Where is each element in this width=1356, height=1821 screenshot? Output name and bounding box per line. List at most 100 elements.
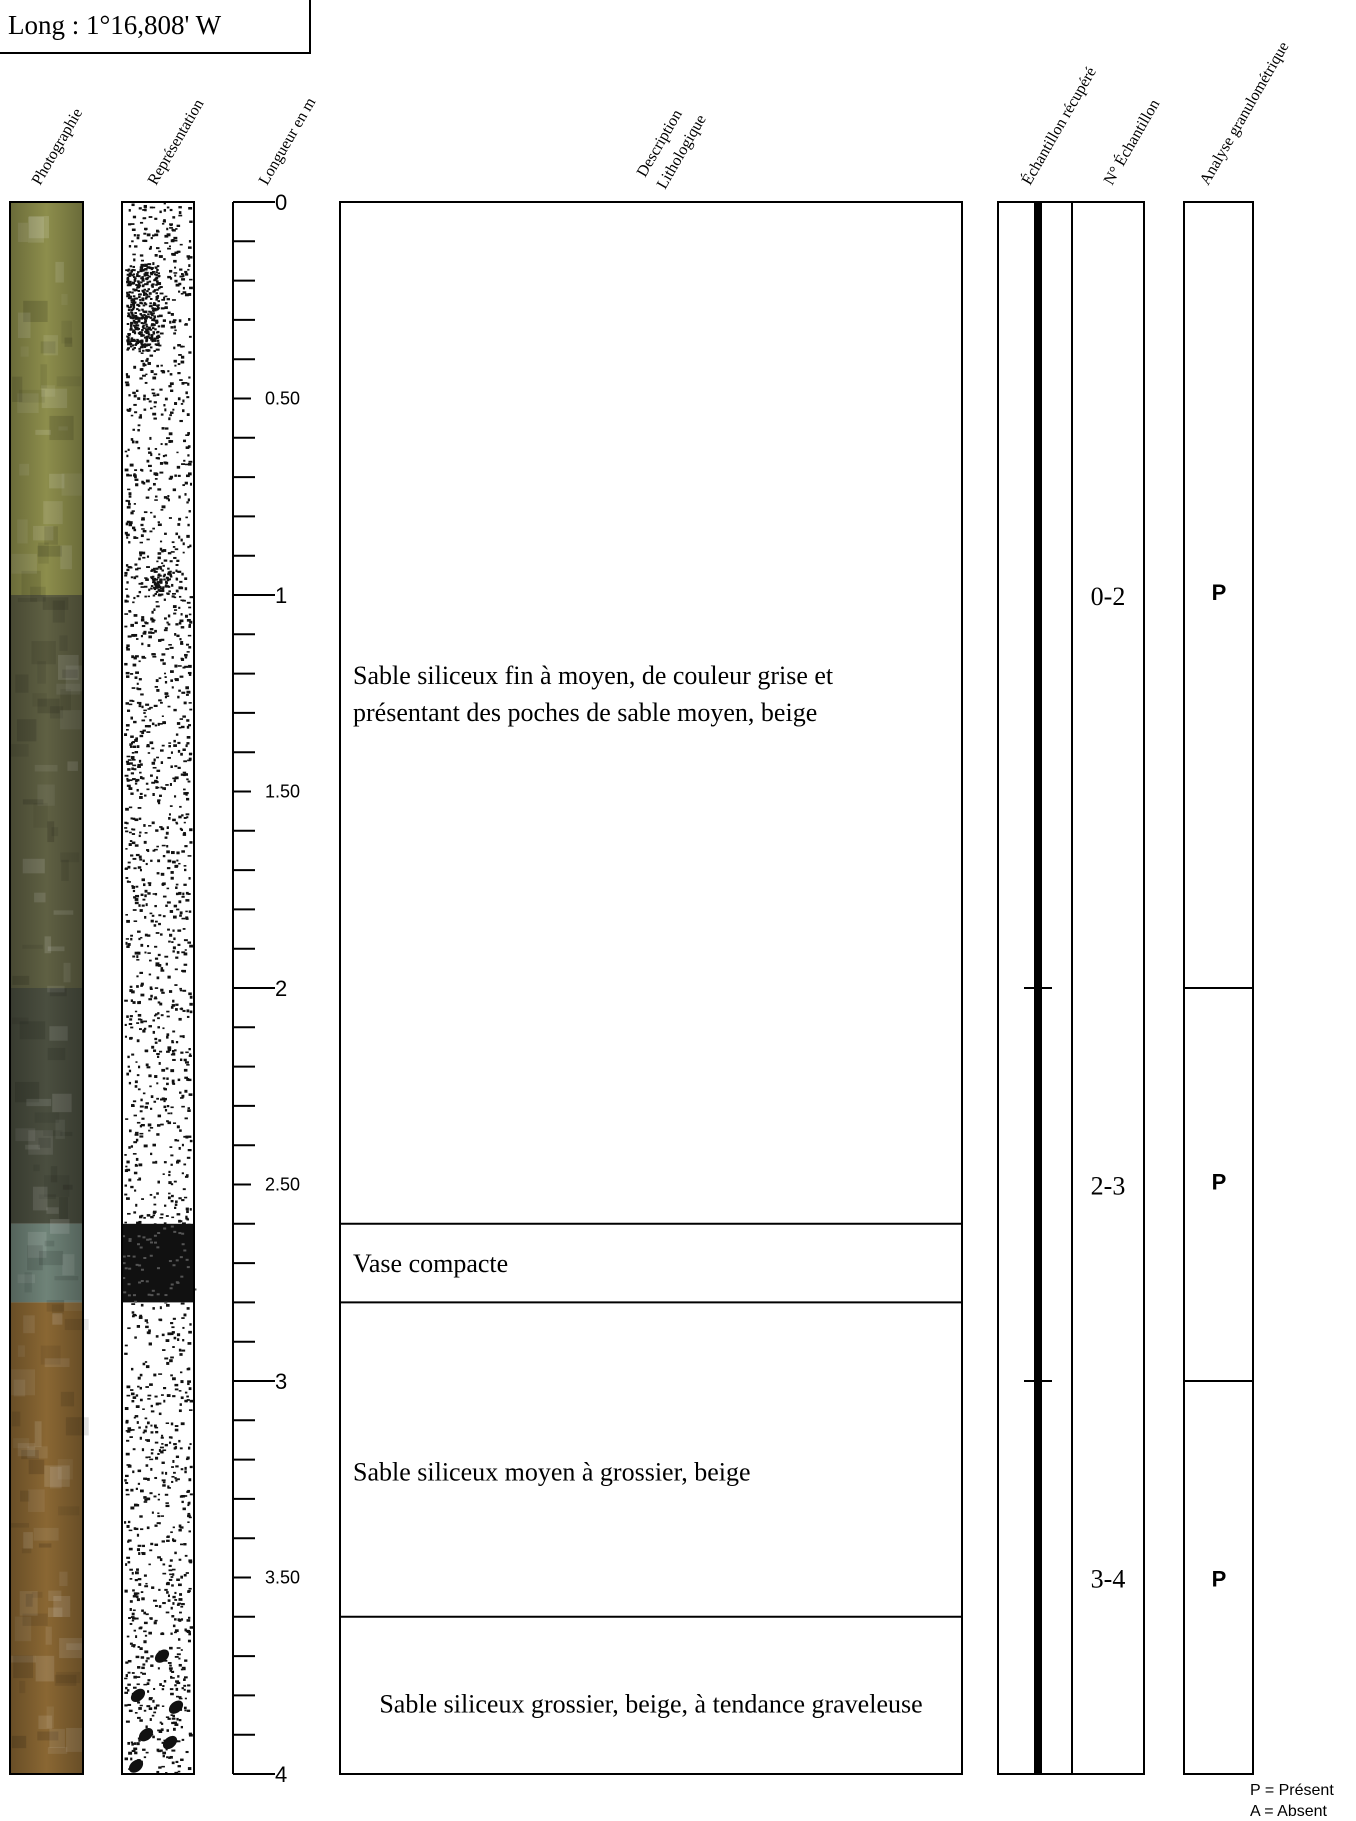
sand-dot — [139, 859, 142, 861]
sand-dot — [142, 1663, 145, 1665]
sand-dot — [145, 832, 148, 834]
sand-dot — [173, 916, 177, 919]
sand-pocket-dot — [159, 575, 162, 577]
sand-dot — [147, 1395, 151, 1397]
sand-dot — [143, 712, 145, 714]
sand-dot — [149, 707, 153, 709]
sand-dot — [168, 417, 170, 420]
sand-dot — [160, 1722, 162, 1724]
sand-dot — [158, 557, 161, 560]
sand-dot — [185, 464, 188, 466]
sand-dot — [133, 721, 136, 723]
sand-pocket-dot — [168, 586, 171, 588]
sand-dot — [145, 890, 148, 893]
sand-dot — [124, 827, 127, 829]
sand-dot — [171, 941, 173, 943]
sand-dot — [128, 449, 130, 451]
sand-pocket-dot — [150, 298, 153, 300]
sand-dot — [150, 1655, 153, 1657]
sand-dot — [182, 715, 186, 717]
sand-dot — [184, 493, 186, 496]
sand-dot — [149, 1549, 152, 1551]
sand-dot — [132, 601, 134, 603]
sand-dot — [146, 539, 149, 541]
sand-dot — [158, 1766, 161, 1768]
sand-dot — [130, 938, 132, 941]
sand-dot — [166, 1422, 169, 1424]
sand-dot — [137, 447, 140, 449]
sand-dot — [130, 1608, 132, 1611]
depth-label: 2 — [275, 976, 287, 1001]
sand-dot — [168, 1599, 171, 1602]
sand-pocket-dot — [162, 565, 165, 567]
sand-dot — [168, 860, 172, 863]
sand-dot — [146, 1657, 149, 1659]
sand-dot — [143, 1640, 146, 1643]
sand-dot — [169, 1442, 171, 1444]
sand-dot — [145, 1102, 148, 1104]
sand-dot — [140, 994, 144, 997]
header-numero-echantillon: N° Échantillon — [1099, 96, 1163, 188]
sand-dot — [179, 1593, 182, 1596]
sand-pocket-dot — [156, 280, 159, 282]
sand-dot — [172, 572, 175, 574]
sand-dot — [177, 929, 181, 931]
sand-dot — [176, 452, 178, 454]
sand-dot — [181, 1501, 183, 1503]
sand-pocket-dot — [149, 302, 152, 304]
sand-dot — [176, 733, 178, 735]
sand-dot — [162, 1573, 166, 1575]
sand-dot — [129, 832, 132, 834]
sand-dot — [147, 1682, 150, 1685]
sand-dot — [168, 742, 171, 744]
sand-dot — [140, 944, 143, 947]
sand-dot — [169, 1569, 173, 1571]
sand-dot — [154, 905, 157, 907]
sand-dot — [134, 1752, 137, 1755]
sand-dot — [170, 1756, 173, 1759]
sand-dot — [164, 496, 167, 499]
sand-dot — [179, 1390, 182, 1392]
sand-dot — [174, 597, 177, 599]
sand-dot — [148, 489, 150, 491]
sand-dot — [174, 795, 176, 797]
sand-dot — [150, 1216, 153, 1218]
sand-dot — [169, 990, 172, 993]
sand-dot — [160, 989, 163, 992]
sand-dot — [142, 899, 145, 901]
sand-dot — [178, 863, 180, 865]
sand-pocket-dot — [151, 307, 154, 309]
sand-dot — [176, 1696, 179, 1698]
sand-dot — [152, 723, 154, 726]
sand-pocket-dot — [163, 575, 166, 577]
sand-dot — [166, 1540, 170, 1542]
sand-dot — [189, 709, 192, 711]
sand-dot — [152, 392, 156, 394]
sand-dot — [172, 1000, 174, 1003]
sand-dot — [142, 1448, 144, 1451]
sand-dot — [130, 1507, 134, 1510]
sand-dot — [164, 533, 167, 535]
sand-dot — [148, 998, 152, 1000]
sand-dot — [184, 1689, 186, 1691]
column-headers: Photographie Représentation Longueur en … — [29, 39, 1293, 192]
sand-pocket-dot — [141, 335, 144, 337]
sand-dot — [172, 929, 174, 931]
sand-dot — [129, 492, 132, 495]
sand-dot — [139, 678, 142, 680]
sand-dot — [132, 1613, 135, 1616]
sand-dot — [160, 659, 164, 661]
sand-dot — [167, 867, 170, 869]
sand-pocket-dot — [158, 585, 161, 587]
sand-dot — [171, 1183, 173, 1185]
sand-dot — [164, 408, 166, 411]
sand-dot — [181, 1422, 185, 1425]
sand-dot — [188, 1367, 191, 1370]
sand-dot — [144, 621, 147, 623]
sand-dot — [174, 779, 176, 782]
sand-dot — [133, 258, 135, 261]
sand-dot — [125, 1475, 129, 1477]
sand-pocket-dot — [148, 311, 151, 313]
mud-texture — [181, 1233, 184, 1235]
sand-dot — [188, 781, 191, 783]
